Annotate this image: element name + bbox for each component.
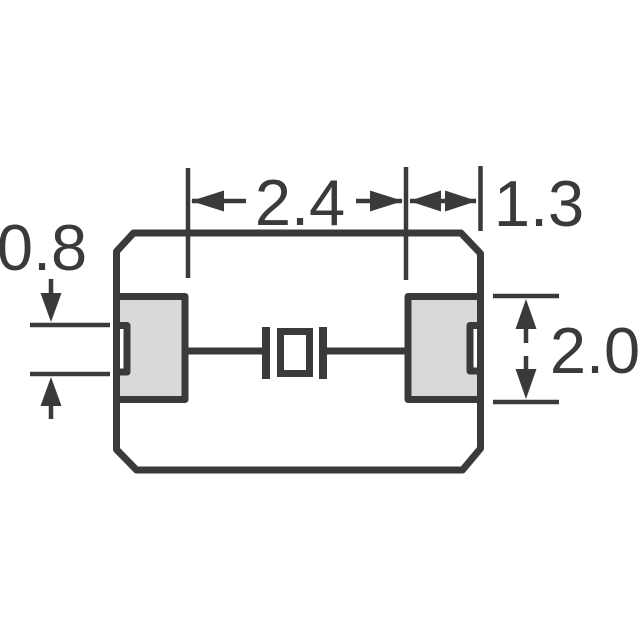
up-arrowhead [40,377,62,406]
dimension-pad-height: 2.0 [493,293,640,405]
up-arrowhead [515,299,537,329]
right-pad [404,293,484,403]
dimension-label-pad-height: 2.0 [550,314,640,387]
dimension-notch-height: 0.8 [0,211,110,419]
right-arrowhead [370,190,403,212]
dimension-label-notch-height: 0.8 [0,211,87,284]
crystal-schematic-symbol [185,327,408,379]
dimension-pad-inner-gap: 2.4 [185,166,409,280]
down-arrowhead [40,293,62,322]
left-arrowhead [409,190,441,212]
right-arrowhead [445,190,477,212]
down-arrowhead [515,369,537,399]
dimension-label-pad-width: 1.3 [494,167,584,240]
crystal-element [277,328,313,377]
dimension-label-pad-inner-gap: 2.4 [255,166,345,239]
left-arrowhead [191,190,224,212]
left-pad [113,293,189,403]
dimension-pad-width: 1.3 [409,166,584,240]
